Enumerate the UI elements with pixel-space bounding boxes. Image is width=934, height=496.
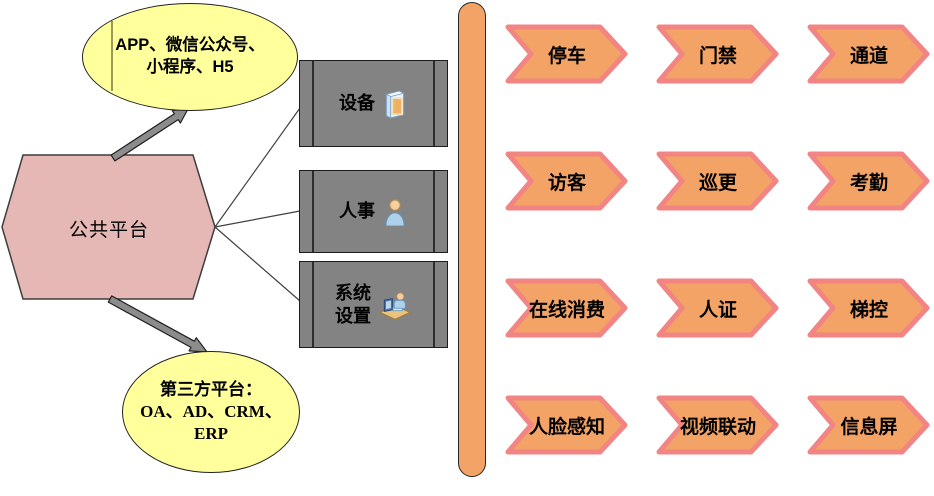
function-chevron: 人脸感知: [505, 395, 629, 455]
bottom-ellipse-line: OA、AD、CRM、: [140, 401, 282, 421]
chevron-shape: [807, 395, 930, 455]
top-ellipse-line: 小程序、H5: [146, 58, 234, 76]
chevron-shape: [505, 151, 628, 211]
box-accent-line: [433, 171, 435, 252]
chevron-shape: [656, 278, 779, 338]
connector-line-device: [214, 107, 301, 228]
chevron-label: 门禁: [698, 45, 737, 67]
function-chevron: 在线消费: [505, 278, 629, 338]
top-platform-ellipse: APP、微信公众号、 小程序、H5: [82, 3, 298, 111]
function-chevron: 停车: [505, 24, 629, 84]
function-chevron: 信息屏: [807, 395, 931, 455]
chevron-label: 考勤: [849, 172, 888, 194]
chevron-shape: [656, 24, 779, 84]
hexagon-label: 公共平台: [68, 220, 149, 241]
function-chevron: 通道: [807, 24, 931, 84]
top-ellipse-line: APP、微信公众号、: [115, 36, 265, 55]
chevron-shape: [656, 395, 779, 455]
person-icon: [385, 198, 405, 226]
chevron-label: 梯控: [849, 299, 888, 321]
chevron-label: 巡更: [698, 172, 737, 194]
function-chevron: 访客: [505, 151, 629, 211]
function-chevron: 梯控: [807, 278, 931, 338]
connector-line-person: [214, 210, 301, 228]
software-box-icon: [385, 90, 405, 119]
chevron-label: 人证: [698, 299, 737, 321]
chevron-label: 访客: [547, 172, 586, 194]
workstation-icon: [378, 291, 412, 320]
function-chevron: 巡更: [656, 151, 780, 211]
bottom-platform-ellipse: 第三方平台： OA、AD、CRM、 ERP: [122, 351, 300, 473]
bottom-ellipse-line: ERP: [194, 424, 228, 444]
chevron-label: 人脸感知: [528, 416, 605, 438]
chevron-label: 停车: [547, 45, 586, 67]
function-chevron: 考勤: [807, 151, 931, 211]
module-box-person: 人事: [299, 170, 448, 253]
connector-line-settings: [214, 226, 301, 302]
chevron-shape: [807, 24, 930, 84]
chevron-shape: [505, 278, 628, 338]
function-chevron: 人证: [656, 278, 780, 338]
chevron-shape: [656, 151, 779, 211]
integration-bus-bar: [458, 2, 486, 477]
chevron-label: 信息屏: [840, 416, 898, 438]
module-label: 系统 设置: [335, 283, 371, 326]
function-chevron: 视频联动: [656, 395, 780, 455]
stray-cursor-line: [111, 21, 113, 91]
box-accent-line: [433, 262, 435, 347]
function-chevron: 门禁: [656, 24, 780, 84]
arrow-to-bottom-ellipse: [107, 295, 208, 353]
box-accent-line: [312, 262, 314, 347]
box-accent-line: [312, 171, 314, 252]
chevron-shape: [807, 278, 930, 338]
box-accent-line: [312, 61, 314, 146]
chevron-label: 视频联动: [679, 416, 756, 438]
box-accent-line: [433, 61, 435, 146]
chevron-shape: [505, 395, 628, 455]
module-box-settings: 系统 设置: [299, 261, 448, 348]
chevron-label: 在线消费: [528, 299, 605, 321]
module-box-device: 设备: [299, 60, 448, 147]
module-label: 人事: [339, 201, 375, 222]
chevron-shape: [807, 151, 930, 211]
bottom-ellipse-line: 第三方平台：: [160, 379, 262, 399]
chevron-shape: [505, 24, 628, 84]
arrow-to-top-ellipse: [110, 108, 189, 162]
public-platform-hexagon: [1, 154, 216, 300]
chevron-label: 通道: [849, 45, 888, 67]
module-label: 设备: [339, 93, 375, 114]
